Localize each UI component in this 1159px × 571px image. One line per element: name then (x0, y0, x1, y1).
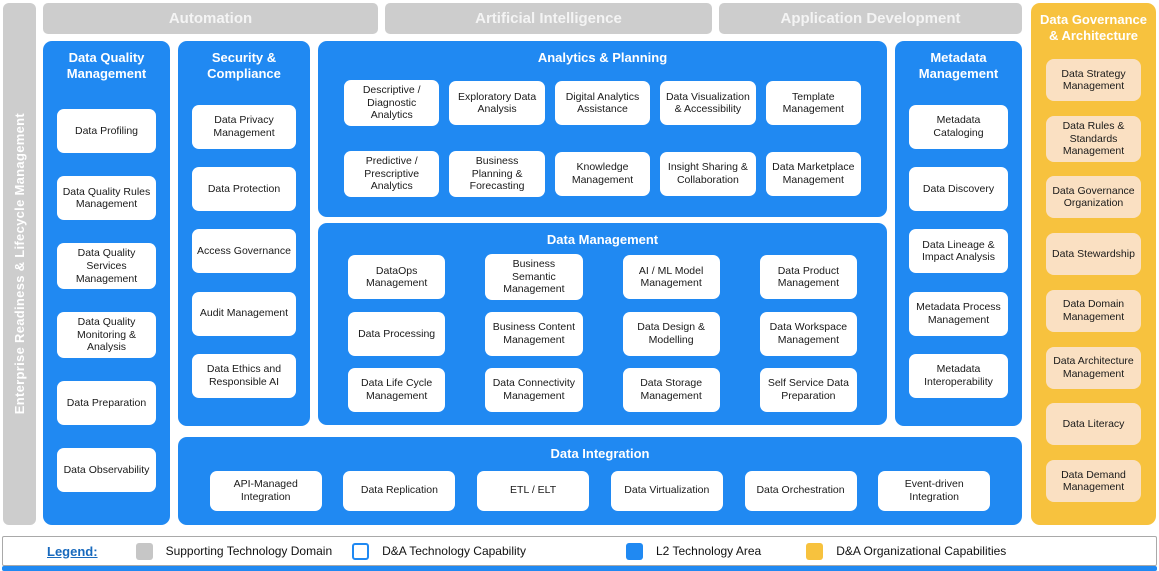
section-title: Analytics & Planning (537, 50, 668, 65)
capability-item: Metadata Cataloging (909, 104, 1008, 149)
capability-item: Data Product Management (759, 255, 857, 300)
capability-item: Knowledge Management (554, 152, 651, 197)
organizational-capability-item: Data Governance Organization (1046, 176, 1141, 219)
capability-item: ETL / ELT (477, 470, 590, 511)
section-items: Data Strategy Management Data Rules & St… (1031, 45, 1156, 526)
capability-item: Data Orchestration (744, 470, 857, 511)
capability-item: Data Life Cycle Management (348, 368, 446, 413)
capability-item: Business Content Management (485, 312, 583, 357)
capability-item: Data Profiling (57, 109, 156, 154)
section-items: Data Profiling Data Quality Rules Manage… (43, 85, 170, 526)
section-security-compliance: Security & Compliance Data Privacy Manag… (178, 41, 310, 426)
capability-item: Data Connectivity Management (485, 368, 583, 413)
capability-item: Metadata Interoperability (909, 353, 1008, 398)
section-data-governance-architecture: Data Governance & Architecture Data Stra… (1031, 3, 1156, 525)
capability-item: Data Lineage & Impact Analysis (909, 229, 1008, 274)
capability-item: API-Managed Integration (209, 470, 322, 511)
capability-item: Exploratory Data Analysis (449, 81, 545, 126)
blue-swatch-icon (626, 542, 643, 560)
capability-item: Data Ethics and Responsible AI (192, 353, 296, 398)
section-data-integration: Data Integration API-Managed Integration… (178, 437, 1022, 525)
capability-item: Predictive / Prescriptive Analytics (344, 151, 440, 197)
capability-item: Audit Management (192, 291, 296, 336)
section-items: Descriptive / Diagnostic Analytics Explo… (318, 68, 887, 217)
capability-item: Data Visualization & Accessibility (660, 81, 756, 126)
section-title: Data Management (546, 232, 659, 247)
bottom-accent-bar (2, 566, 1157, 571)
capability-item: Metadata Process Management (909, 291, 1008, 336)
organizational-capability-item: Data Architecture Management (1046, 346, 1141, 389)
section-data-quality-management: Data Quality Management Data Profiling D… (43, 41, 170, 525)
organizational-capability-item: Data Domain Management (1046, 289, 1141, 332)
capability-item: DataOps Management (348, 255, 446, 300)
capability-item: Digital Analytics Assistance (554, 81, 651, 126)
capability-item: Event-driven Integration (878, 470, 991, 511)
capability-item: Data Discovery (909, 167, 1008, 211)
domain-artificial-intelligence: Artificial Intelligence (385, 3, 712, 34)
legend-entry-label: L2 Technology Area (656, 544, 762, 558)
domain-automation-label: Automation (168, 10, 253, 27)
enterprise-readiness-label: Enterprise Readiness & Lifecycle Managem… (12, 113, 27, 415)
capability-item: AI / ML Model Management (622, 255, 720, 300)
capability-item: Data Observability (57, 447, 156, 492)
white-blue-border-swatch-icon (352, 542, 370, 560)
capability-item: Descriptive / Diagnostic Analytics (344, 80, 440, 127)
section-items: Data Privacy Management Data Protection … (178, 85, 310, 427)
capability-item: Data Storage Management (622, 368, 720, 413)
section-items: DataOps Management Business Semantic Man… (318, 250, 887, 425)
capability-item: Data Quality Monitoring & Analysis (57, 312, 156, 358)
legend-bar: Legend: Supporting Technology Domain D&A… (2, 536, 1157, 566)
section-metadata-management: Metadata Management Metadata Cataloging … (895, 41, 1022, 426)
section-title: Data Quality Management (66, 50, 147, 82)
domain-application-development: Application Development (719, 3, 1022, 34)
capability-item: Data Workspace Management (759, 312, 857, 357)
capability-item: Self Service Data Preparation (759, 368, 857, 413)
capability-item: Data Quality Services Management (57, 243, 156, 290)
legend-entry-label: D&A Organizational Capabilities (836, 544, 1007, 558)
organizational-capability-item: Data Stewardship (1046, 233, 1141, 276)
capability-item: Data Quality Rules Management (57, 176, 156, 221)
legend-entry-organizational-capabilities: D&A Organizational Capabilities (806, 542, 1007, 560)
section-items: Metadata Cataloging Data Discovery Data … (895, 85, 1022, 427)
gray-swatch-icon (135, 542, 153, 560)
section-data-management: Data Management DataOps Management Busin… (318, 223, 887, 425)
capability-item: Data Preparation (57, 380, 156, 425)
legend-entry-supporting-domain: Supporting Technology Domain (135, 542, 333, 560)
capability-item: Data Design & Modelling (622, 312, 720, 357)
capability-item: Data Marketplace Management (765, 152, 861, 197)
section-title: Metadata Management (918, 50, 999, 82)
legend-entry-technology-capability: D&A Technology Capability (352, 542, 526, 560)
legend-link[interactable]: Legend: (47, 543, 98, 559)
legend-entry-label: D&A Technology Capability (382, 544, 526, 558)
capability-item: Data Virtualization (610, 470, 723, 511)
domain-application-development-label: Application Development (780, 10, 961, 27)
organizational-capability-item: Data Strategy Management (1046, 59, 1141, 102)
legend-entry-label: Supporting Technology Domain (165, 544, 333, 558)
domain-automation: Automation (43, 3, 378, 34)
capability-item: Business Planning & Forecasting (449, 151, 545, 197)
section-title: Data Governance & Architecture (1040, 12, 1147, 44)
capability-item: Data Replication (343, 470, 456, 511)
domain-artificial-intelligence-label: Artificial Intelligence (475, 10, 622, 27)
organizational-capability-item: Data Rules & Standards Management (1046, 115, 1141, 162)
organizational-capability-item: Data Literacy (1046, 403, 1141, 446)
capability-item: Data Processing (348, 312, 446, 357)
capability-item: Data Privacy Management (192, 104, 296, 149)
capability-item: Access Governance (192, 229, 296, 274)
organizational-capability-item: Data Demand Management (1046, 460, 1141, 503)
yellow-swatch-icon (806, 542, 824, 560)
capability-item: Data Protection (192, 167, 296, 211)
capability-item: Business Semantic Management (485, 254, 583, 301)
section-analytics-planning: Analytics & Planning Descriptive / Diagn… (318, 41, 887, 217)
legend-entry-l2-technology-area: L2 Technology Area (626, 542, 762, 560)
section-title: Data Integration (550, 446, 650, 461)
enterprise-readiness-bar: Enterprise Readiness & Lifecycle Managem… (3, 3, 36, 525)
capability-item: Template Management (765, 81, 861, 126)
capability-item: Insight Sharing & Collaboration (660, 152, 756, 197)
section-items: API-Managed Integration Data Replication… (178, 464, 1022, 525)
section-title: Security & Compliance (207, 50, 281, 82)
